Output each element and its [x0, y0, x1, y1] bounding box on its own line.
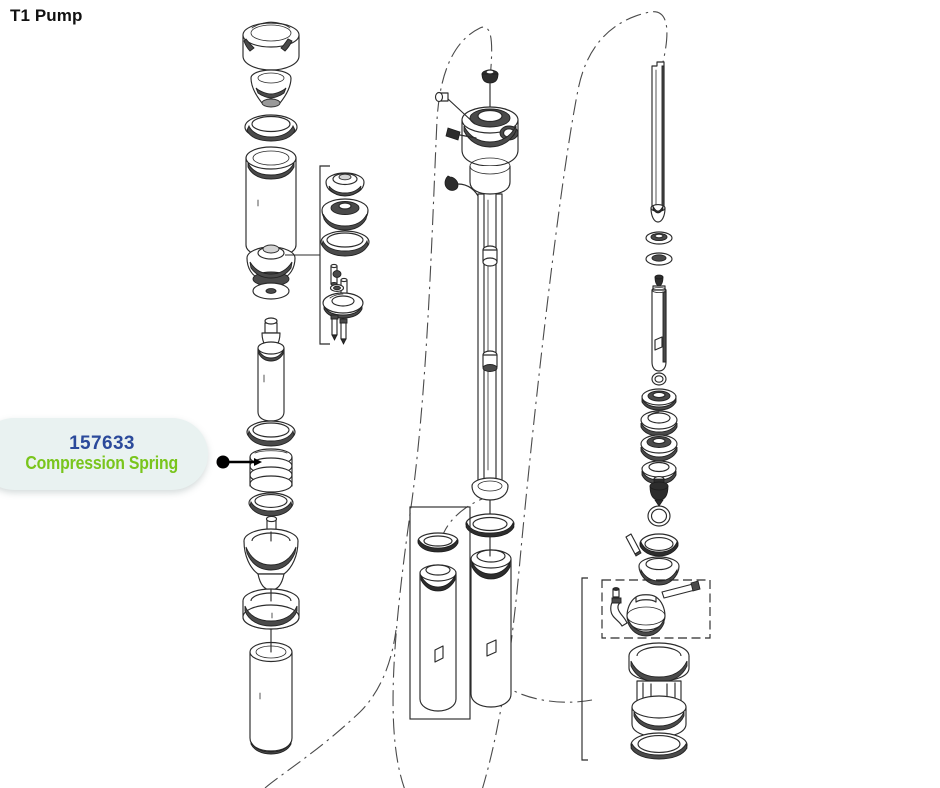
part-pump-rod [651, 61, 665, 209]
right-boxed-assembly [581, 577, 711, 761]
part-screw-a [330, 314, 339, 341]
part-piston-rod [477, 193, 503, 487]
part-valve-seat [638, 556, 680, 586]
center-boxed-option [409, 506, 471, 720]
part-intake-tube [651, 286, 667, 372]
center-column [434, 69, 519, 708]
chain-outline-lower-left [264, 629, 397, 788]
part-clamp-bolt [661, 580, 701, 599]
part-retaining-ring [242, 588, 300, 630]
part-flat-washer [252, 282, 290, 300]
part-sleeve-tube-alt [419, 564, 457, 712]
part-seal-cup [325, 172, 365, 197]
part-o-ring-top [244, 114, 298, 142]
part-o-ring-large [639, 533, 679, 557]
part-retaining-ring-alt [417, 532, 459, 553]
part-cap-nut [481, 69, 499, 111]
part-o-ring-spring-upper [246, 420, 296, 447]
callout-part-number: 157633 [69, 433, 135, 455]
part-center-retaining-ring [465, 513, 515, 538]
part-set-screw [445, 127, 477, 141]
part-top-cap [242, 21, 300, 71]
page-title: T1 Pump [10, 6, 83, 25]
part-callout-badge[interactable]: 157633 Compression Spring [0, 418, 208, 490]
sub-assembly-bracket [285, 165, 370, 345]
part-grease-fitting [434, 91, 476, 125]
part-clamp-lever [610, 597, 628, 627]
part-sub-o-ring [320, 230, 370, 257]
part-dowel-pin [625, 533, 642, 557]
part-gasket-ring [630, 732, 688, 760]
part-snap-ring [651, 372, 667, 386]
left-column [242, 21, 300, 755]
part-piston-seal-assembly [246, 244, 296, 287]
callout-arrow [216, 455, 262, 469]
part-seal-set-a [641, 388, 677, 411]
right-column [625, 61, 680, 586]
part-intake-valve-housing [243, 515, 299, 591]
part-coupling-nut [628, 642, 690, 683]
part-base-ring [471, 477, 509, 521]
part-rod-tip [650, 204, 666, 223]
part-gland-nut [321, 198, 369, 231]
part-cup-seal [250, 69, 292, 108]
part-compression-spring [249, 448, 293, 493]
part-clamp-band [626, 594, 666, 637]
part-coupling-body [631, 680, 687, 738]
part-lower-cylinder [249, 628, 293, 755]
part-displacement-rod [257, 317, 285, 422]
part-ball [332, 270, 342, 278]
part-sleeve-tube [470, 536, 512, 708]
part-ball-seat [329, 284, 345, 292]
part-screw-b [339, 318, 348, 345]
part-seal-set-c [640, 434, 678, 462]
part-seal-set-b [640, 410, 678, 437]
part-retainer-plate [322, 292, 364, 319]
callout-part-name: Compression Spring [25, 453, 179, 474]
part-back-up-washer [645, 252, 673, 266]
part-seal-washer [645, 231, 673, 245]
chain-outline-right [482, 11, 668, 788]
part-foot-valve [649, 476, 669, 507]
part-seal-set-d [641, 460, 677, 485]
part-o-ring-small [647, 505, 671, 527]
chain-outline-center [392, 26, 493, 788]
part-o-ring-spring-lower [248, 492, 294, 517]
part-clamp-pin [612, 587, 620, 598]
part-outer-cylinder [245, 146, 297, 258]
part-air-motor-housing [461, 106, 519, 195]
